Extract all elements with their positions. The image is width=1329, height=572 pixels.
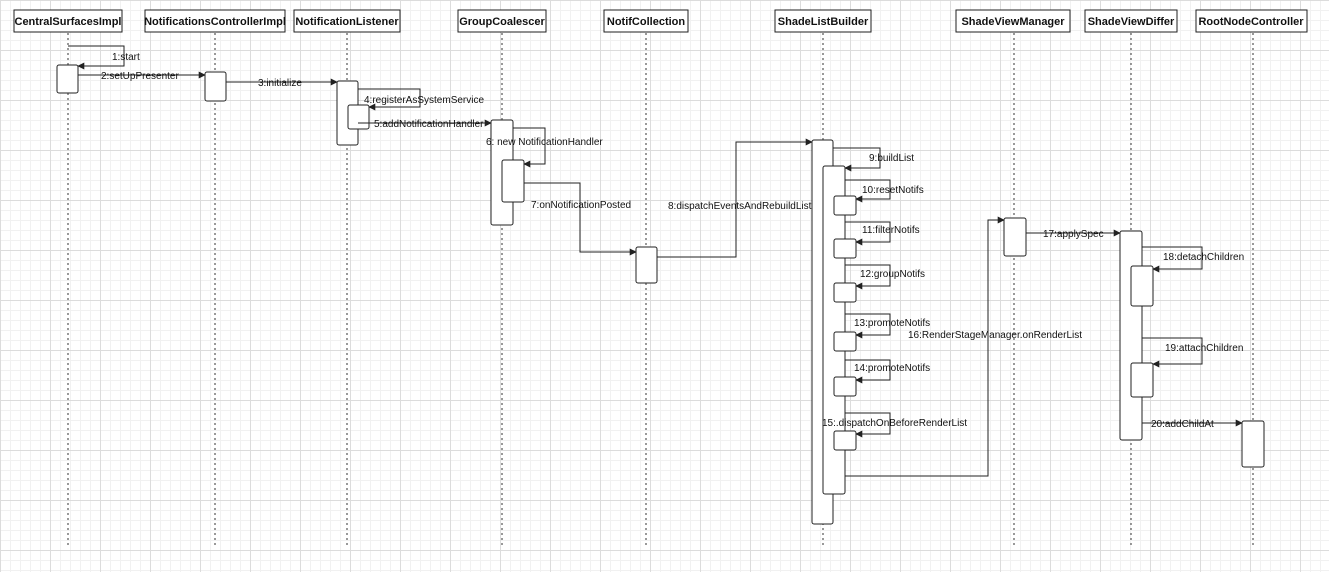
activation-dispatch-on-before-render-list bbox=[833, 430, 857, 451]
message-label: 16:RenderStageManager.onRenderList bbox=[908, 330, 1082, 341]
actor-label: CentralSurfacesImpl bbox=[15, 16, 122, 28]
lifelines bbox=[67, 33, 1254, 548]
message-apply-spec[interactable]: 17:applySpec bbox=[1026, 229, 1121, 240]
message-label: 9:buildList bbox=[869, 153, 914, 164]
actor-notification-listener[interactable]: NotificationListener bbox=[293, 9, 401, 33]
message-label: 18:detachChildren bbox=[1163, 252, 1244, 263]
actor-group-coalescer[interactable]: GroupCoalescer bbox=[457, 9, 547, 33]
message-promote-notifs-14[interactable]: 14:promoteNotifs bbox=[845, 359, 930, 384]
message-label: 5:addNotificationHandler bbox=[374, 119, 484, 130]
messages: 1:start 2:setUpPresenter 3:initialize 4:… bbox=[68, 45, 1244, 477]
message-group-notifs[interactable]: 12:groupNotifs bbox=[845, 264, 925, 290]
message-reset-notifs[interactable]: 10:resetNotifs bbox=[845, 179, 924, 203]
message-label: 15:.dispatchOnBeforeRenderList bbox=[822, 418, 967, 429]
actor-label: RootNodeController bbox=[1198, 16, 1304, 28]
message-label: 3:initialize bbox=[258, 78, 302, 89]
activation-notifications-controller-impl bbox=[204, 71, 227, 102]
message-dispatch-events-and-rebuild-list[interactable]: 8:dispatchEventsAndRebuildList bbox=[657, 138, 813, 258]
actor-label: GroupCoalescer bbox=[459, 16, 545, 28]
actor-shade-view-manager[interactable]: ShadeViewManager bbox=[955, 9, 1071, 33]
activation-reset-notifs bbox=[833, 195, 857, 216]
message-label: 20:addChildAt bbox=[1151, 419, 1214, 430]
message-label: 11:filterNotifs bbox=[862, 225, 920, 236]
actor-central-surfaces-impl[interactable]: CentralSurfacesImpl bbox=[13, 9, 123, 33]
message-detach-children[interactable]: 18:detachChildren bbox=[1142, 246, 1244, 273]
activation-detach-children bbox=[1130, 265, 1154, 307]
message-label: 7:onNotificationPosted bbox=[531, 200, 631, 211]
message-label: 2:setUpPresenter bbox=[101, 71, 179, 82]
message-render-list-to-shade-view-manager[interactable] bbox=[845, 216, 1005, 477]
message-filter-notifs[interactable]: 11:filterNotifs bbox=[845, 221, 920, 246]
message-label: 14:promoteNotifs bbox=[854, 363, 930, 374]
message-label: 6: new NotificationHandler bbox=[486, 137, 603, 148]
actor-label: NotificationsControllerImpl bbox=[144, 16, 286, 28]
activation-attach-children bbox=[1130, 362, 1154, 398]
activation-root-node-controller bbox=[1241, 420, 1265, 468]
message-add-child-at[interactable]: 20:addChildAt bbox=[1142, 419, 1243, 430]
message-label: 8:dispatchEventsAndRebuildList bbox=[668, 201, 812, 212]
activation-group-notifs bbox=[833, 282, 857, 303]
activation-filter-notifs bbox=[833, 238, 857, 259]
actor-root-node-controller[interactable]: RootNodeController bbox=[1195, 9, 1308, 33]
actor-label: ShadeListBuilder bbox=[778, 16, 869, 28]
actor-label: NotificationListener bbox=[295, 16, 399, 28]
message-on-notification-posted[interactable]: 7:onNotificationPosted bbox=[524, 182, 637, 256]
message-label: 13:promoteNotifs bbox=[854, 318, 930, 329]
activation-shade-view-manager bbox=[1003, 217, 1027, 257]
message-set-up-presenter[interactable]: 2:setUpPresenter bbox=[78, 71, 206, 82]
actor-notif-collection[interactable]: NotifCollection bbox=[603, 9, 689, 33]
actors: CentralSurfacesImpl NotificationsControl… bbox=[13, 9, 1308, 33]
actor-notifications-controller-impl[interactable]: NotificationsControllerImpl bbox=[144, 9, 286, 33]
message-attach-children[interactable]: 19:attachChildren bbox=[1142, 337, 1243, 368]
actor-label: ShadeViewDiffer bbox=[1088, 16, 1175, 28]
message-new-notification-handler[interactable]: 6: new NotificationHandler bbox=[486, 127, 603, 168]
message-label: 1:start bbox=[112, 52, 140, 63]
message-register-as-system-service[interactable]: 4:registerAsSystemService bbox=[358, 88, 484, 111]
message-promote-notifs-13[interactable]: 13:promoteNotifs bbox=[845, 313, 930, 339]
message-label: 10:resetNotifs bbox=[862, 185, 924, 196]
activation-central-surfaces-impl bbox=[56, 64, 79, 94]
actor-label: NotifCollection bbox=[607, 16, 685, 28]
message-add-notification-handler[interactable]: 5:addNotificationHandler bbox=[358, 119, 492, 130]
activation-shade-view-differ bbox=[1119, 230, 1143, 441]
activation-promote-notifs-13 bbox=[833, 331, 857, 352]
actor-shade-view-differ[interactable]: ShadeViewDiffer bbox=[1084, 9, 1178, 33]
message-build-list[interactable]: 9:buildList bbox=[833, 147, 914, 172]
activation-group-coalescer-nested bbox=[501, 159, 525, 203]
activation-promote-notifs-14 bbox=[833, 376, 857, 397]
message-label: 4:registerAsSystemService bbox=[364, 95, 484, 106]
message-label: 12:groupNotifs bbox=[860, 269, 925, 280]
message-label: 17:applySpec bbox=[1043, 229, 1104, 240]
message-label: 19:attachChildren bbox=[1165, 343, 1243, 354]
activation-notification-listener-nested bbox=[347, 104, 370, 130]
activations bbox=[56, 64, 1265, 525]
message-start[interactable]: 1:start bbox=[68, 45, 140, 70]
message-initialize[interactable]: 3:initialize bbox=[226, 78, 338, 89]
activation-notif-collection bbox=[635, 246, 658, 284]
message-render-stage-manager-on-render-list: 16:RenderStageManager.onRenderList bbox=[908, 330, 1082, 341]
actor-shade-list-builder[interactable]: ShadeListBuilder bbox=[774, 9, 872, 33]
message-dispatch-on-before-render-list[interactable]: 15:.dispatchOnBeforeRenderList bbox=[822, 412, 967, 438]
actor-label: ShadeViewManager bbox=[961, 16, 1065, 28]
